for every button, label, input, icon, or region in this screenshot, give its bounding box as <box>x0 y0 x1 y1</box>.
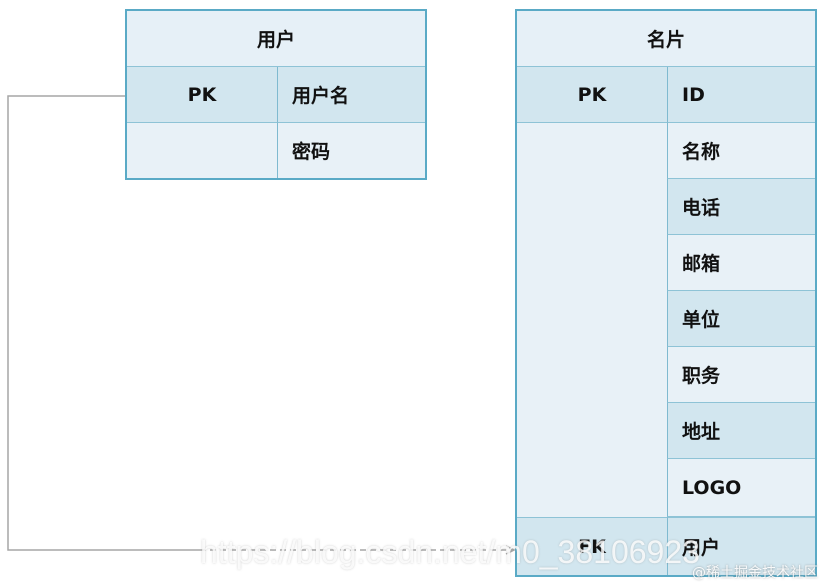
user-table-pk-label: PK <box>127 67 277 123</box>
user-table-field-password: 密码 <box>277 123 425 178</box>
card-table-field-company: 单位 <box>667 291 815 347</box>
card-table-field-email: 邮箱 <box>667 235 815 291</box>
card-table-field-logo: LOGO <box>667 459 815 517</box>
card-table-field-id: ID <box>667 67 815 123</box>
card-table-field-phone: 电话 <box>667 179 815 235</box>
connector-line-solid <box>7 95 200 551</box>
user-table-key-blank <box>127 123 277 178</box>
card-table-key-column-blank <box>517 123 667 517</box>
user-table-title: 用户 <box>127 11 425 67</box>
card-table-title: 名片 <box>517 11 815 67</box>
user-table: 用户 PK 用户名 密码 <box>125 9 427 180</box>
card-table-field-position: 职务 <box>667 347 815 403</box>
card-table-pk-label: PK <box>517 67 667 123</box>
card-table: 名片 PK ID 名称 电话 邮箱 单位 职务 地址 LOGO FK 用户 <box>515 9 817 577</box>
card-table-field-address: 地址 <box>667 403 815 459</box>
watermark-site: @稀土掘金技术社区 <box>692 565 818 581</box>
card-table-field-user-fk: 用户 <box>667 517 815 575</box>
user-table-field-username: 用户名 <box>277 67 425 123</box>
card-table-fk-label: FK <box>517 517 667 575</box>
card-table-field-name: 名称 <box>667 123 815 179</box>
watermark-url: https://blog.csdn.net/m0_38106923 <box>200 533 700 570</box>
